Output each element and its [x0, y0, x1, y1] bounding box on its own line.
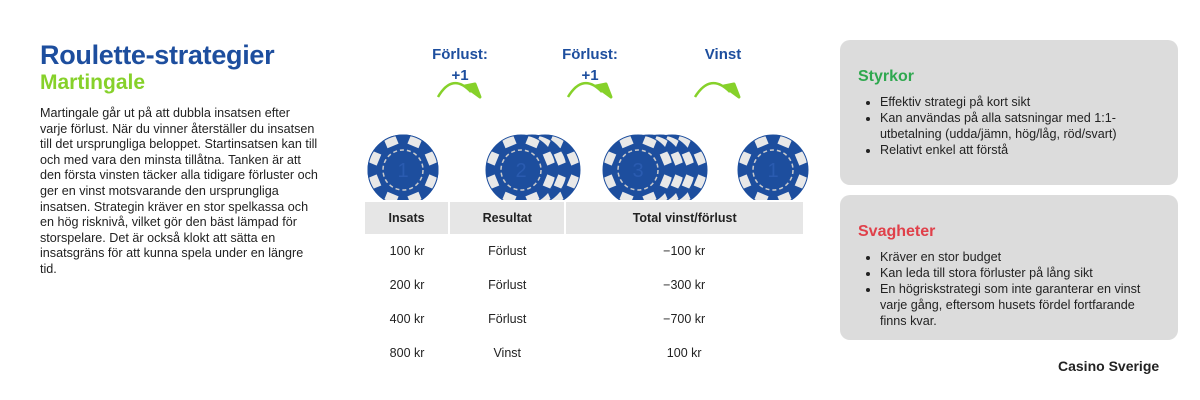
- table-cell: 400 kr: [389, 312, 425, 326]
- step-label: Förlust:+1: [562, 46, 618, 84]
- poker-chip-icon: 2: [485, 134, 557, 200]
- col-header: Resultat: [448, 202, 566, 234]
- weaknesses-title: Svagheter: [858, 223, 936, 240]
- table-cell: −700 kr: [663, 312, 706, 326]
- col-header: Total vinst/förlust: [564, 202, 803, 234]
- weaknesses-list: Kräver en stor budgetKan leda till stora…: [858, 249, 1160, 329]
- table-cell: 100 kr: [666, 346, 702, 360]
- martingale-flow-diagram: Förlust:+1 Förlust:+1 Vinst 1 2 3 1: [360, 40, 820, 200]
- intro-section: Roulette-strategier Martingale Martingal…: [40, 40, 320, 278]
- list-item: Kan leda till stora förluster på lång si…: [880, 265, 1160, 281]
- arrowhead-icon: [463, 82, 482, 99]
- table-cell: Förlust: [488, 278, 527, 292]
- chip-number: 2: [515, 160, 526, 182]
- bet-table: Insats Resultat Total vinst/förlust 100 …: [365, 202, 803, 370]
- table-row: 800 kr Vinst 100 kr: [365, 336, 803, 370]
- weaknesses-card: Svagheter Kräver en stor budgetKan leda …: [840, 195, 1178, 340]
- table-row: 200 kr Förlust −300 kr: [365, 268, 803, 302]
- description: Martingale går ut på att dubbla insatsen…: [40, 106, 318, 276]
- poker-chip-icon: 3: [602, 134, 674, 200]
- table-cell: 200 kr: [389, 278, 425, 292]
- chip-number: 1: [397, 160, 408, 182]
- strengths-card: Styrkor Effektiv strategi på kort siktKa…: [840, 40, 1178, 185]
- col-header: Insats: [365, 202, 450, 234]
- list-item: En högriskstrategi som inte garanterar e…: [880, 281, 1160, 329]
- poker-chip-icon: 1: [737, 134, 809, 200]
- chip-number: 1: [767, 160, 778, 182]
- arrowhead-icon: [594, 82, 613, 99]
- table-cell: −300 kr: [663, 278, 706, 292]
- page-title: Roulette-strategier: [40, 40, 275, 70]
- table-cell: 100 kr: [389, 244, 425, 258]
- table-cell: Förlust: [488, 312, 527, 326]
- strengths-title: Styrkor: [858, 68, 915, 85]
- page-subtitle: Martingale: [40, 71, 146, 94]
- table-cell: −100 kr: [663, 244, 706, 258]
- step-label: Vinst: [704, 46, 742, 63]
- list-item: Kräver en stor budget: [880, 249, 1160, 265]
- step-label: Förlust:+1: [432, 46, 488, 84]
- list-item: Effektiv strategi på kort sikt: [880, 94, 1160, 110]
- table-cell: 800 kr: [389, 346, 425, 360]
- casino-sverige-logo: Casino Sverige: [1058, 358, 1160, 374]
- chip-number: 3: [632, 160, 643, 182]
- chips-svg: 1 2 3 1: [367, 82, 809, 200]
- table-cell: Vinst: [493, 346, 522, 360]
- arrowhead-icon: [722, 82, 741, 99]
- table-row: 100 kr Förlust −100 kr: [365, 234, 803, 268]
- list-item: Kan användas på alla satsningar med 1:1-…: [880, 110, 1160, 142]
- poker-chip-icon: 1: [367, 134, 439, 200]
- table-header-row: Insats Resultat Total vinst/förlust: [365, 202, 803, 234]
- list-item: Relativt enkel att förstå: [880, 142, 1160, 158]
- table-cell: Förlust: [488, 244, 527, 258]
- table-row: 400 kr Förlust −700 kr: [365, 302, 803, 336]
- strengths-list: Effektiv strategi på kort siktKan använd…: [858, 94, 1160, 158]
